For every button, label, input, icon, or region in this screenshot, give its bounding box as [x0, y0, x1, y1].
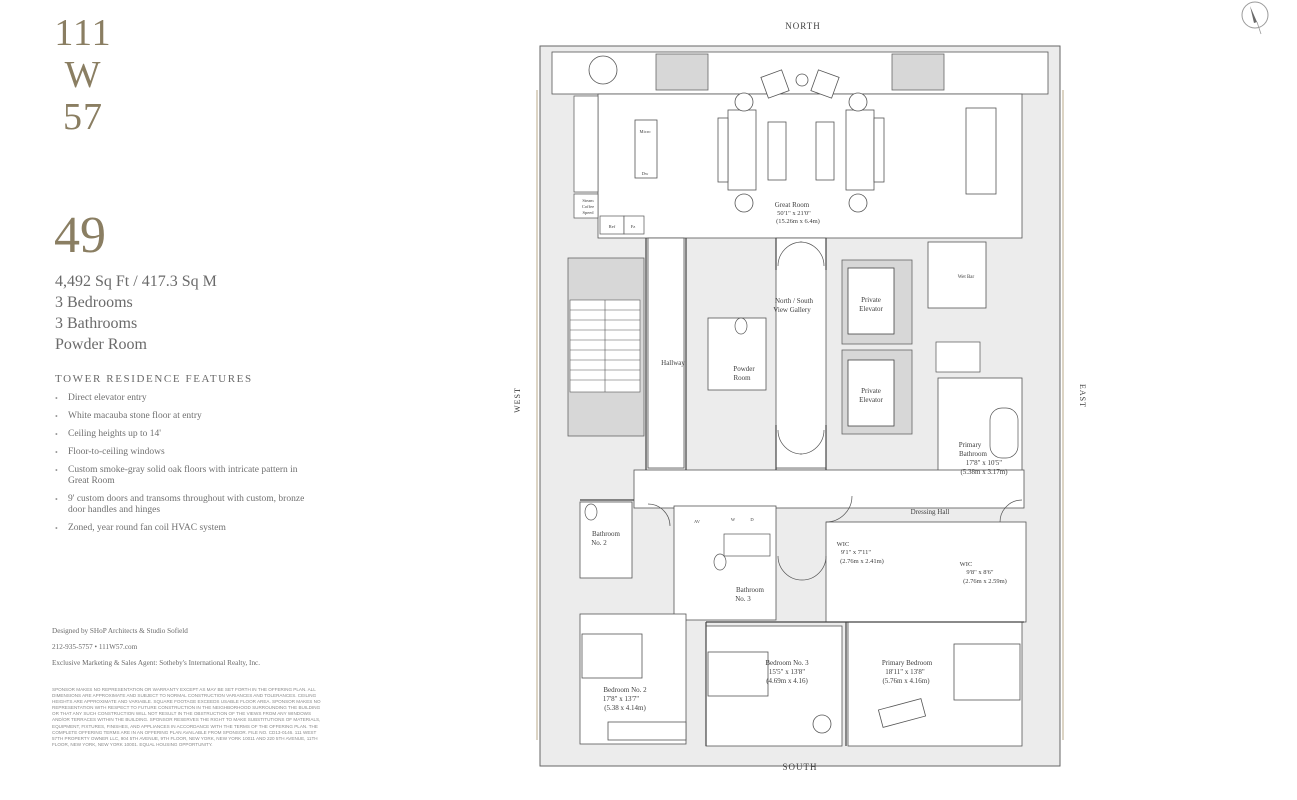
primary-bath-label-1: Primary — [959, 441, 982, 449]
wet-bar-area — [927, 241, 987, 309]
compass-icon — [1241, 1, 1269, 35]
hallway-area — [647, 237, 685, 469]
steam-label: Steam — [582, 198, 594, 203]
bath2-label-2: No. 2 — [591, 539, 607, 547]
bath3-label-1: Bathroom — [736, 586, 765, 594]
elevator-2-label-2: Elevator — [859, 396, 883, 404]
primary-bath-dim2: (5.38m x 3.17m) — [960, 468, 1008, 476]
wic-1-dim2: (2.76m x 2.41m) — [840, 558, 884, 565]
features-list: Direct elevator entry White macauba ston… — [55, 393, 315, 541]
primary-bath-label-2: Bathroom — [959, 450, 988, 458]
great-room-furniture — [588, 55, 997, 213]
feature-item: White macauba stone floor at entry — [55, 411, 315, 422]
wic-1-dim1: 9'1" x 7'11" — [841, 549, 872, 556]
elevator-2-label-1: Private — [861, 387, 881, 395]
bed3-dim2: (4.69m x 4.16) — [766, 677, 808, 685]
feature-item: Floor-to-ceiling windows — [55, 447, 315, 458]
area-text: 4,492 Sq Ft / 417.3 Sq M — [55, 273, 217, 290]
north-window-zone — [551, 51, 1049, 95]
primary-bed-dim2: (5.76m x 4.16m) — [882, 677, 930, 685]
column-nw — [655, 53, 709, 91]
feature-item: Zoned, year round fan coil HVAC system — [55, 523, 315, 534]
wic-2-dim2: (2.76m x 2.59m) — [963, 578, 1007, 585]
bed3-label: Bedroom No. 3 — [765, 659, 809, 667]
speed-label: Speed — [583, 210, 595, 215]
feature-item: Custom smoke-gray solid oak floors with … — [55, 465, 315, 487]
logo-line-1: 111 — [54, 12, 112, 54]
dressing-hall-label: Dressing Hall — [911, 508, 950, 516]
ref-label: Ref — [609, 224, 616, 229]
av-label: AV — [694, 519, 701, 524]
powder-label-1: Powder — [733, 365, 755, 373]
dressing-hall-area — [825, 521, 1027, 623]
facade-fins — [536, 90, 1064, 740]
wic-2-label: WIC — [960, 561, 973, 568]
credits: Designed by SHoP Architects & Studio Sof… — [52, 626, 322, 668]
interior-walls — [580, 238, 1024, 746]
designers-text: Designed by SHoP Architects & Studio Sof… — [52, 627, 188, 635]
feature-item: Direct elevator entry — [55, 393, 315, 404]
bath2-label-1: Bathroom — [592, 530, 621, 538]
great-room-dim1: 50'1" x 21'0" — [777, 210, 811, 217]
gallery-label-2: View Gallery — [773, 306, 811, 314]
beds — [581, 633, 1021, 741]
elevator-1-label-1: Private — [861, 296, 881, 304]
coffee-label: Coffee — [582, 204, 594, 209]
bedrooms-text: 3 Bedrooms — [55, 294, 133, 311]
feature-item: Ceiling heights up to 14' — [55, 429, 315, 440]
micro-label: Micro — [640, 129, 652, 134]
dw-label: Dw — [642, 171, 649, 176]
d-label: D — [750, 517, 754, 522]
great-room-area — [597, 93, 1023, 239]
wet-bar-label: Wet Bar — [958, 275, 975, 280]
w-label: W — [731, 517, 736, 522]
great-room-label: Great Room — [775, 201, 810, 209]
logo-line-2: W — [64, 54, 102, 96]
features-title: TOWER RESIDENCE FEATURES — [55, 373, 253, 385]
cross-hall-area — [633, 469, 1025, 509]
gallery-area — [775, 237, 827, 469]
door-swings — [647, 241, 1023, 581]
agent-text: Exclusive Marketing & Sales Agent: Sothe… — [52, 659, 261, 667]
bed2-dim1: 17'8" x 13'7" — [603, 695, 639, 703]
gallery-label-1: North / South — [775, 297, 814, 305]
wic-2-dim1: 9'8" x 8'6" — [966, 569, 993, 576]
wic-1-label: WIC — [837, 541, 850, 548]
south-label: SOUTH — [782, 762, 817, 772]
hallway-label: Hallway — [661, 359, 685, 367]
primary-bed-dim1: 18'11" x 13'8" — [885, 668, 925, 676]
primary-bed-label: Primary Bedroom — [882, 659, 933, 667]
bed3-dim1: 15'5" x 13'8" — [769, 668, 805, 676]
stair-treads — [569, 299, 641, 393]
residence-number: 49 — [54, 207, 106, 264]
contact-text: 212-935-5757 • 111W57.com — [52, 643, 138, 651]
disclaimer-text: SPONSOR MAKES NO REPRESENTATION OR WARRA… — [52, 687, 321, 747]
east-label: EAST — [1078, 384, 1087, 408]
bed2-label: Bedroom No. 2 — [603, 686, 647, 694]
bathrooms-text: 3 Bathrooms — [55, 315, 138, 332]
logo-line-3: 57 — [63, 96, 103, 138]
bed2-dim2: (5.38 x 4.14m) — [604, 704, 646, 712]
fz-label: Fz — [631, 224, 636, 229]
residence-stats: 4,492 Sq Ft / 417.3 Sq M 3 Bedrooms 3 Ba… — [55, 271, 217, 355]
info-panel: 111 W 57 49 4,492 Sq Ft / 417.3 Sq M 3 B… — [0, 0, 330, 800]
elevator-1-label-2: Elevator — [859, 305, 883, 313]
kitchen-cabinets — [573, 95, 645, 235]
great-room-dim2: (15.26m x 6.4m) — [776, 218, 820, 225]
bath3-label-2: No. 3 — [735, 595, 751, 603]
powder-label-2: Room — [733, 374, 751, 382]
powder-text: Powder Room — [55, 336, 147, 353]
west-label: WEST — [513, 387, 522, 413]
north-label: NORTH — [785, 21, 820, 31]
primary-bath-dim1: 17'8" x 10'5" — [966, 459, 1002, 467]
column-ne — [891, 53, 945, 91]
bath-fixtures — [584, 317, 1019, 571]
feature-item: 9' custom doors and transoms throughout … — [55, 494, 315, 516]
building-logo: 111 W 57 — [48, 12, 118, 138]
